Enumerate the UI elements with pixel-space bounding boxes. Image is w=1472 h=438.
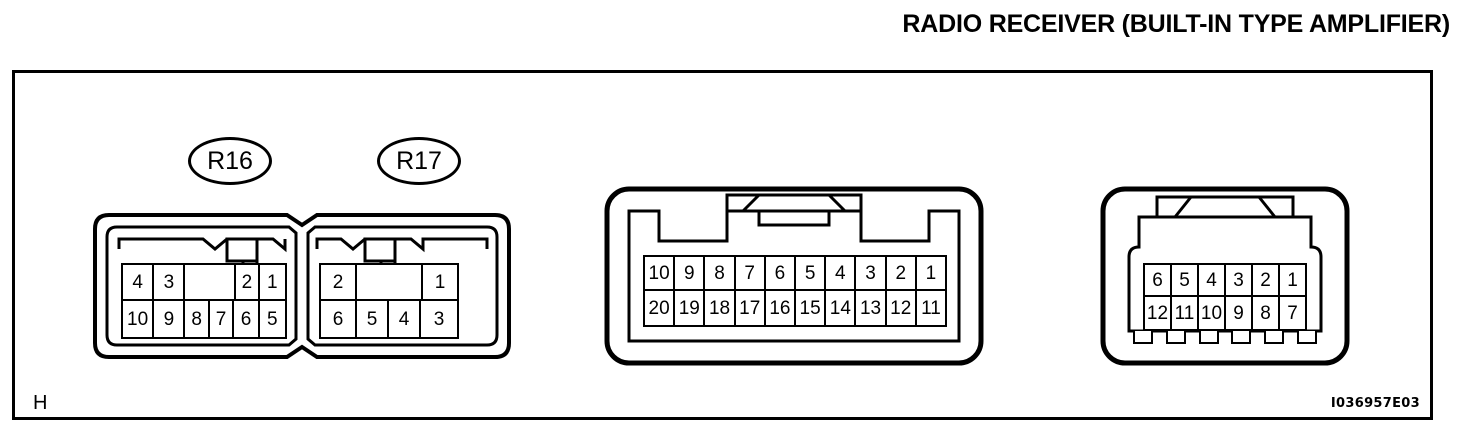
pin-cell: 8 <box>185 301 210 337</box>
connector-tab <box>1133 331 1153 344</box>
connector-tag-r16: R16 <box>188 137 272 185</box>
page-title: RADIO RECEIVER (BUILT-IN TYPE AMPLIFIER) <box>902 10 1450 38</box>
pin-cell: 3 <box>856 257 887 291</box>
connector-tab <box>1296 331 1317 344</box>
pin-cell: 8 <box>1253 297 1280 329</box>
pin-cell: 10 <box>645 257 676 291</box>
pin-grid-r16-row-top: 4 3 2 1 <box>123 265 285 301</box>
pin-cell: 1 <box>259 265 285 301</box>
connector-tag-r17-label: R17 <box>396 146 442 175</box>
pin-grid-r16: 4 3 2 1 10 9 8 7 6 5 <box>121 263 287 339</box>
pin-grid-12-row-top: 6 5 4 3 2 1 <box>1145 265 1305 297</box>
pin-cell: 3 <box>154 265 186 301</box>
connector-12-pin-tabs <box>1133 331 1317 344</box>
pin-grid-20: 10 9 8 7 6 5 4 3 2 1 20 19 18 17 16 <box>643 255 947 327</box>
pin-cell: 9 <box>675 257 706 291</box>
connector-tag-r17: R17 <box>377 137 461 185</box>
connector-20-pin: 10 9 8 7 6 5 4 3 2 1 20 19 18 17 16 <box>603 185 985 367</box>
pin-cell: 5 <box>1172 265 1199 297</box>
pin-cell: 8 <box>705 257 736 291</box>
pin-cell: 20 <box>645 291 676 325</box>
pin-cell: 6 <box>321 301 357 337</box>
pin-cell: 4 <box>826 257 857 291</box>
pin-grid-20-row-top: 10 9 8 7 6 5 4 3 2 1 <box>645 257 946 291</box>
pin-cell: 4 <box>389 301 421 337</box>
pin-cell: 16 <box>765 291 797 325</box>
pin-cell: 5 <box>796 257 827 291</box>
pin-cell: 3 <box>1226 265 1253 297</box>
pin-grid-r17: 2 1 6 5 4 3 <box>319 263 459 339</box>
connector-tab <box>1198 331 1219 344</box>
pin-cell: 2 <box>1253 265 1280 297</box>
pin-cell: 2 <box>321 265 357 301</box>
pin-cell: 1 <box>1280 265 1305 297</box>
connector-r16-r17: 4 3 2 1 10 9 8 7 6 5 <box>91 211 513 361</box>
pin-cell: 10 <box>123 301 155 337</box>
frame-corner-letter: H <box>33 392 48 414</box>
pin-cell: 9 <box>1226 297 1253 329</box>
pin-cell: 2 <box>234 265 260 301</box>
pin-grid-12-row-bottom: 12 11 10 9 8 7 <box>1145 297 1305 329</box>
connector-tag-r16-label: R16 <box>207 146 253 175</box>
pin-cell-empty <box>357 265 389 301</box>
pin-cell: 3 <box>421 301 457 337</box>
pin-cell-empty <box>389 265 421 301</box>
frame-reference-code: I036957E03 <box>1330 396 1420 411</box>
pin-cell: 6 <box>1145 265 1172 297</box>
pin-cell: 9 <box>154 301 186 337</box>
pin-cell: 10 <box>1199 297 1226 329</box>
diagram-frame: H I036957E03 R16 R17 <box>12 70 1433 420</box>
pin-cell: 15 <box>796 291 827 325</box>
connector-tab <box>1231 331 1252 344</box>
pin-cell: 5 <box>259 301 285 337</box>
connector-tab <box>1264 331 1285 344</box>
pin-cell: 4 <box>1199 265 1226 297</box>
pin-cell: 17 <box>735 291 766 325</box>
pin-cell: 1 <box>421 265 457 301</box>
pin-cell: 12 <box>886 291 917 325</box>
pin-cell: 2 <box>886 257 917 291</box>
pin-cell-empty <box>209 265 235 301</box>
pin-cell: 19 <box>675 291 706 325</box>
pin-cell: 14 <box>826 291 857 325</box>
pin-cell: 5 <box>357 301 389 337</box>
pin-cell: 6 <box>765 257 797 291</box>
pin-cell: 6 <box>234 301 260 337</box>
pin-cell: 11 <box>1172 297 1199 329</box>
pin-cell: 18 <box>705 291 736 325</box>
connector-tab <box>1165 331 1186 344</box>
pin-grid-r17-row-bottom: 6 5 4 3 <box>321 301 457 337</box>
pin-cell: 7 <box>209 301 235 337</box>
pin-grid-20-row-bottom: 20 19 18 17 16 15 14 13 12 11 <box>645 291 946 325</box>
pin-grid-r16-row-bottom: 10 9 8 7 6 5 <box>123 301 285 337</box>
pin-cell: 1 <box>916 257 946 291</box>
pin-cell: 12 <box>1145 297 1172 329</box>
pin-grid-12: 6 5 4 3 2 1 12 11 10 9 8 7 <box>1143 263 1307 331</box>
pin-cell-empty <box>185 265 210 301</box>
pin-cell: 13 <box>856 291 887 325</box>
pin-grid-r17-row-top: 2 1 <box>321 265 457 301</box>
pin-cell: 7 <box>1280 297 1305 329</box>
pin-cell: 11 <box>916 291 946 325</box>
pin-cell: 4 <box>123 265 155 301</box>
connector-12-pin: 6 5 4 3 2 1 12 11 10 9 8 7 <box>1099 185 1351 367</box>
pin-cell: 7 <box>735 257 766 291</box>
